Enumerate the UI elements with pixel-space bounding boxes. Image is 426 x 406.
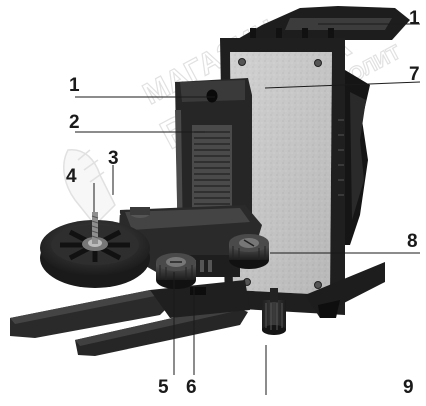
- adjustment-knob-8[interactable]: [229, 234, 269, 269]
- callout-9: 9: [403, 377, 414, 398]
- callout-1-left: 1: [69, 75, 80, 96]
- callout-7: 7: [409, 64, 420, 85]
- leader-lines: [75, 23, 421, 395]
- callout-3: 3: [108, 148, 119, 169]
- callout-1-right: 1: [409, 8, 420, 29]
- fork-base: [10, 280, 250, 356]
- threaded-screw: [92, 212, 98, 244]
- callout-2: 2: [69, 112, 80, 133]
- callout-4: 4: [66, 166, 77, 187]
- hammer-hand-logo: [63, 149, 116, 227]
- callout-5: 5: [158, 377, 169, 398]
- callout-6: 6: [186, 377, 197, 398]
- adjustment-knob-5[interactable]: [156, 253, 196, 289]
- callout-labels: 1 1 7 2 3 4 8 5 6 9: [66, 8, 420, 398]
- bottom-knob-9[interactable]: [262, 288, 286, 335]
- rotating-base: [40, 207, 150, 288]
- callout-8: 8: [407, 231, 418, 252]
